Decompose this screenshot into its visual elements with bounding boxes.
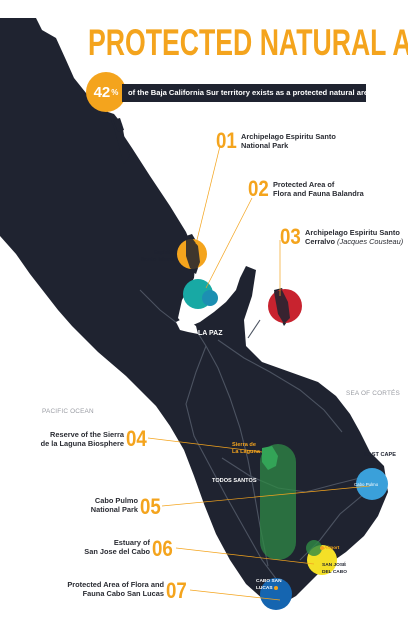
area-02-label: Protected Area of Flora and Fauna Baland…	[273, 180, 364, 198]
east-cape-label: EAST CAPE	[364, 452, 397, 458]
area-06-estuary	[306, 540, 322, 556]
cerralvo-line1: Cerralvo	[303, 310, 326, 316]
todos-santos-label: TODOS SANTOS	[212, 478, 257, 484]
area-01-number: 01	[216, 128, 237, 153]
cabo-san-lucas-line2: LUCAS	[256, 586, 273, 591]
area-03-line2: Cerralvo (Jacques Cousteau)	[305, 237, 403, 246]
cabo-san-lucas-label: CABO SAN LUCAS	[256, 578, 282, 592]
cabo-san-lucas-line1: CABO SAN	[256, 579, 282, 584]
area-04-label: Reserve of the Sierra de la Laguna Biosp…	[30, 430, 124, 448]
area-01-line2: National Park	[241, 141, 289, 150]
area-05-number: 05	[140, 494, 161, 519]
area-02-circle-small	[202, 290, 218, 306]
area-04-line1: Reserve of the Sierra	[50, 430, 124, 439]
area-01-label: Archipelago Espiritu Santo National Park	[241, 132, 336, 150]
area-07-line1: Protected Area of Flora and	[67, 580, 164, 589]
area-07-line2: Fauna Cabo San Lucas	[82, 589, 164, 598]
area-04-shape	[262, 446, 278, 470]
la-paz-label: LA PAZ	[198, 330, 223, 337]
area-07-circle	[260, 578, 292, 610]
stat-badge: 42%	[86, 72, 126, 112]
area-03-line2b: (Jacques Cousteau)	[337, 237, 404, 246]
la-paz-bay	[176, 318, 198, 334]
san-jose-label: SAN JOSÉ DEL CABO	[322, 562, 347, 576]
stat-unit: %	[111, 87, 119, 97]
area-05-circle	[356, 468, 388, 500]
area-06-number: 06	[152, 536, 173, 561]
sierra-line1: Sierra de	[232, 442, 256, 448]
area-01-line1: Archipelago Espiritu Santo	[241, 132, 336, 141]
cabo-san-lucas-dot	[274, 586, 278, 590]
leader-lines	[147, 145, 371, 601]
area-02-line2: Flora and Fauna Balandra	[273, 189, 364, 198]
area-06-label: Estuary of San Jose del Cabo	[60, 538, 150, 556]
area-03-island-overlay	[274, 290, 290, 324]
sierra-line2: La Laguna	[232, 449, 260, 455]
area-03-line2a: Cerralvo	[305, 237, 338, 246]
espiritu-santo-line1: Espiritu	[153, 250, 174, 256]
stat-value: 42	[93, 83, 111, 101]
page-title: PROTECTED NATURAL AREAS	[88, 22, 408, 63]
area-04-zone	[260, 444, 296, 560]
sea-of-cortes-label: SEA OF CORTÉS	[346, 390, 400, 397]
airport-label: Airport	[324, 545, 340, 550]
area-07-number: 07	[166, 578, 187, 603]
area-01-island-overlay	[186, 238, 200, 272]
cerralvo-line2: Island	[303, 317, 320, 323]
island-north-small	[113, 118, 124, 132]
area-02-number: 02	[248, 176, 269, 201]
san-jose-line1: SAN JOSÉ	[322, 563, 347, 568]
area-05-line2: National Park	[90, 505, 138, 514]
area-04-number: 04	[126, 426, 147, 451]
area-03-number: 03	[280, 224, 301, 249]
area-05-label: Cabo Pulmo National Park	[40, 496, 138, 514]
stat-text: of the Baja California Sur territory exi…	[122, 84, 374, 102]
san-jose-line2: DEL CABO	[322, 570, 347, 575]
area-07-label: Protected Area of Flora and Fauna Cabo S…	[44, 580, 164, 598]
area-06-line2: San Jose del Cabo	[84, 547, 150, 556]
sierra-label: Sierra de La Laguna	[232, 442, 260, 456]
area-03-label: Archipelago Espiritu Santo Cerralvo (Jac…	[305, 228, 403, 246]
pacific-ocean-label: PACIFIC OCEAN	[42, 408, 94, 415]
area-06-line1: Estuary of	[113, 538, 150, 547]
northern-coast	[108, 112, 130, 164]
peninsula-landmass	[0, 18, 388, 604]
area-02-line1: Protected Area of	[273, 180, 335, 189]
area-03-line1: Archipelago Espiritu Santo	[305, 228, 400, 237]
area-05-line1: Cabo Pulmo	[94, 496, 138, 505]
area-04-line2: de la Laguna Biosphere	[40, 439, 124, 448]
espiritu-santo-line2: Santo Island	[140, 257, 174, 263]
espiritu-santo-label: Espiritu Santo Island	[140, 250, 174, 264]
cabo-pulmo-label: Cabo Pulmo	[354, 482, 379, 487]
arch-label: The Arch	[290, 601, 307, 606]
cerralvo-label: Cerralvo Island	[303, 310, 326, 324]
airport-dot	[320, 546, 324, 550]
